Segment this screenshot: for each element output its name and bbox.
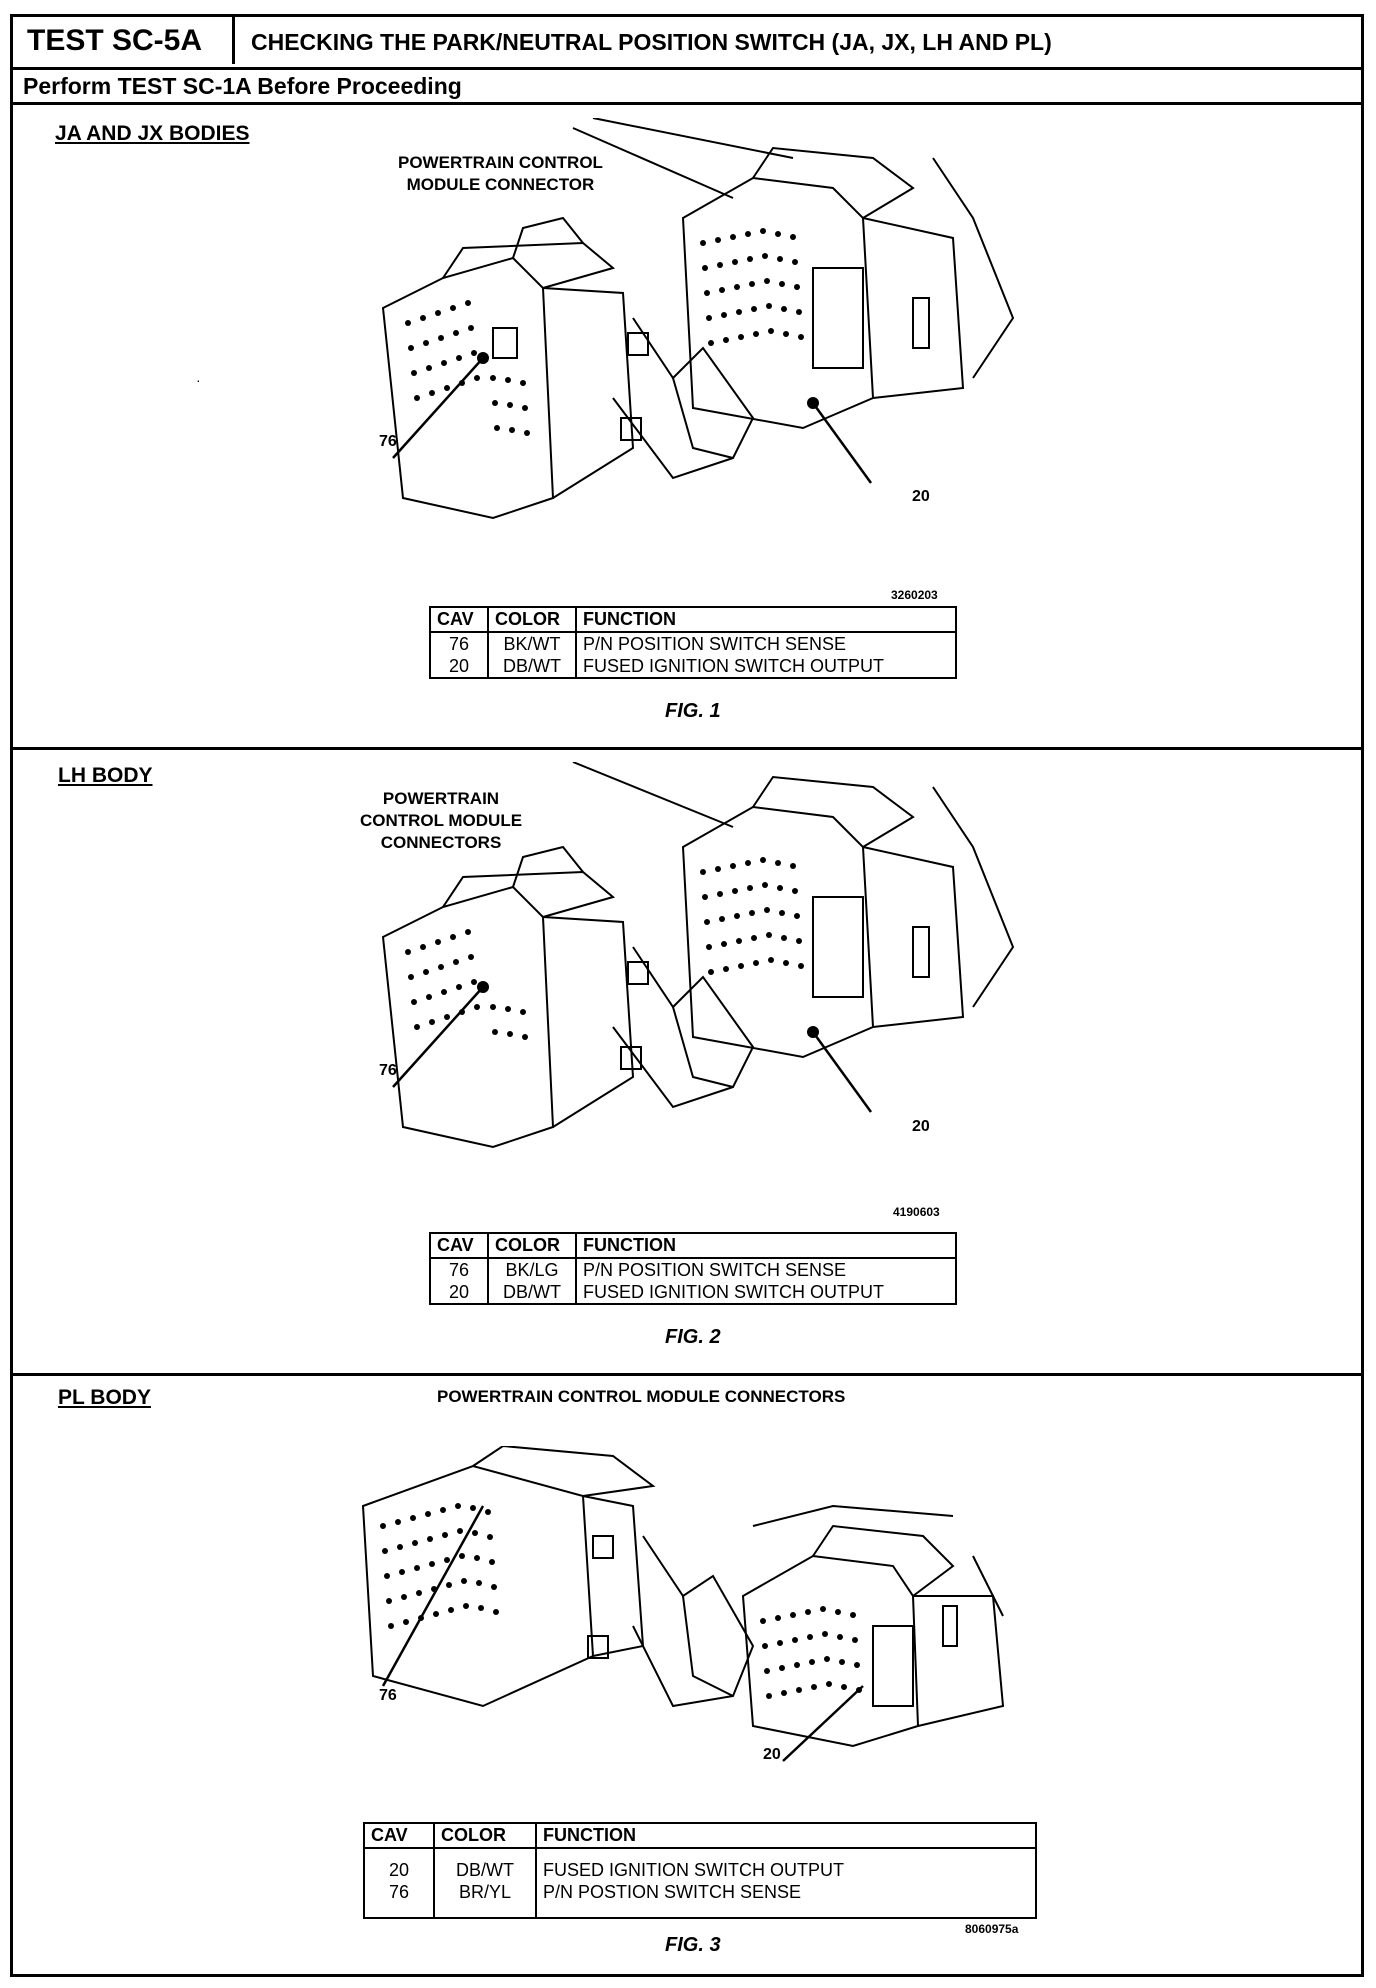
cell-color: DB/WT: [487, 1281, 577, 1305]
connector-left: [381, 845, 755, 1149]
section-ja-jx: JA AND JX BODIES POWERTRAIN CONTROL MODU…: [13, 108, 1361, 750]
connector-illustration: [381, 762, 1015, 1149]
test-title: CHECKING THE PARK/NEUTRAL POSITION SWITC…: [251, 29, 1052, 55]
table-row: 76 BR/YL P/N POSTION SWITCH SENSE: [363, 1881, 1037, 1919]
callout-line: MODULE CONNECTOR: [406, 175, 595, 194]
part-number: 3260203: [891, 588, 938, 602]
test-header: TEST SC-5A CHECKING THE PARK/NEUTRAL POS…: [13, 17, 1361, 70]
col-header: FUNCTION: [575, 1232, 957, 1259]
col-header: COLOR: [487, 1232, 577, 1259]
part-number: 8060975a: [965, 1922, 1019, 1936]
section-lh: LH BODY POWERTRAIN CONTROL MODULE CONNEC…: [13, 750, 1361, 1376]
cell-function: FUSED IGNITION SWITCH OUTPUT: [575, 1281, 957, 1305]
callout-title: POWERTRAIN CONTROL MODULE CONNECTOR: [398, 152, 603, 196]
connector-right: [572, 118, 1015, 430]
col-header: FUNCTION: [535, 1822, 1037, 1849]
col-header: COLOR: [433, 1822, 537, 1849]
pin-label-20: 20: [763, 1746, 781, 1763]
connector-right: [572, 762, 1015, 1059]
body-label: JA AND JX BODIES: [55, 122, 250, 145]
table-row: 20 DB/WT FUSED IGNITION SWITCH OUTPUT: [429, 1281, 957, 1305]
cell-color: DB/WT: [433, 1848, 537, 1881]
connector-illustration: [381, 118, 1015, 520]
body-label: PL BODY: [58, 1386, 151, 1409]
figure-caption: FIG. 3: [665, 1934, 721, 1956]
cell-function: FUSED IGNITION SWITCH OUTPUT: [535, 1848, 1037, 1881]
col-header: COLOR: [487, 606, 577, 633]
part-number: 4190603: [893, 1205, 940, 1219]
table-row: 20 DB/WT FUSED IGNITION SWITCH OUTPUT: [363, 1848, 1037, 1881]
margin-mark: ·: [196, 372, 201, 388]
test-page: TEST SC-5A CHECKING THE PARK/NEUTRAL POS…: [10, 14, 1364, 1977]
pin-grid-right: [700, 857, 819, 1038]
figure-caption: FIG. 2: [665, 1326, 721, 1348]
connector-right: [741, 1504, 1005, 1748]
wire-table: CAV COLOR FUNCTION 76 BK/WT P/N POSITION…: [429, 606, 957, 679]
leader-lines: [392, 986, 873, 1113]
table-row: 20 DB/WT FUSED IGNITION SWITCH OUTPUT: [429, 655, 957, 679]
callout-line: POWERTRAIN: [382, 789, 500, 808]
pin-grid-right: [760, 1606, 862, 1699]
cell-cav: 20: [363, 1848, 435, 1881]
body-label: LH BODY: [58, 764, 153, 787]
col-header: FUNCTION: [575, 606, 957, 633]
cell-cav: 20: [429, 1281, 489, 1305]
leader-lines: [381, 1505, 864, 1762]
connector-left: [381, 216, 755, 520]
col-header: CAV: [363, 1822, 435, 1849]
pin-label-20: 20: [912, 488, 930, 505]
cell-function: P/N POSITION SWITCH SENSE: [575, 1258, 957, 1281]
cell-color: BR/YL: [433, 1881, 537, 1919]
leader-lines: [392, 357, 873, 484]
wire-table: CAV COLOR FUNCTION 76 BK/LG P/N POSITION…: [429, 1232, 957, 1305]
pin-grid-left: [380, 1503, 499, 1629]
cell-color: BK/LG: [487, 1258, 577, 1281]
table-row: 76 BK/WT P/N POSITION SWITCH SENSE: [429, 632, 957, 655]
cell-cav: 76: [429, 632, 489, 655]
connector-left: [361, 1446, 755, 1708]
cell-cav: 76: [363, 1881, 435, 1919]
cell-color: BK/WT: [487, 632, 577, 655]
prerequisite-note: Perform TEST SC-1A Before Proceeding: [13, 67, 1361, 105]
figure-caption: FIG. 1: [665, 700, 721, 722]
wire-table: CAV COLOR FUNCTION 20 DB/WT FUSED IGNITI…: [363, 1822, 1037, 1919]
pin-label-76: 76: [379, 1062, 397, 1079]
table-row: 76 BK/LG P/N POSITION SWITCH SENSE: [429, 1258, 957, 1281]
callout-line: CONNECTORS: [380, 833, 502, 852]
cell-function: P/N POSITION SWITCH SENSE: [575, 632, 957, 655]
cell-function: FUSED IGNITION SWITCH OUTPUT: [575, 655, 957, 679]
cell-color: DB/WT: [487, 655, 577, 679]
callout-line: POWERTRAIN CONTROL: [398, 153, 603, 172]
callout-title: POWERTRAIN CONTROL MODULE CONNECTORS: [437, 1387, 846, 1406]
pin-label-76: 76: [379, 433, 397, 450]
callout-line: CONTROL MODULE: [359, 811, 523, 830]
cell-function: P/N POSTION SWITCH SENSE: [535, 1881, 1037, 1919]
callout-block: POWERTRAIN CONTROL MODULE CONNECTORS: [360, 788, 522, 854]
cell-cav: 20: [429, 655, 489, 679]
connector-illustration: [361, 1446, 1005, 1762]
section-pl: PL BODY POWERTRAIN CONTROL MODULE CONNEC…: [13, 1376, 1361, 1977]
pin-label-20: 20: [912, 1118, 930, 1135]
pin-grid-right: [700, 228, 819, 409]
pin-grid-left: [405, 929, 528, 1040]
col-header: CAV: [429, 606, 489, 633]
col-header: CAV: [429, 1232, 489, 1259]
pin-label-76: 76: [379, 1687, 397, 1704]
test-id: TEST SC-5A: [13, 17, 235, 64]
cell-cav: 76: [429, 1258, 489, 1281]
pin-grid-left: [405, 300, 530, 436]
